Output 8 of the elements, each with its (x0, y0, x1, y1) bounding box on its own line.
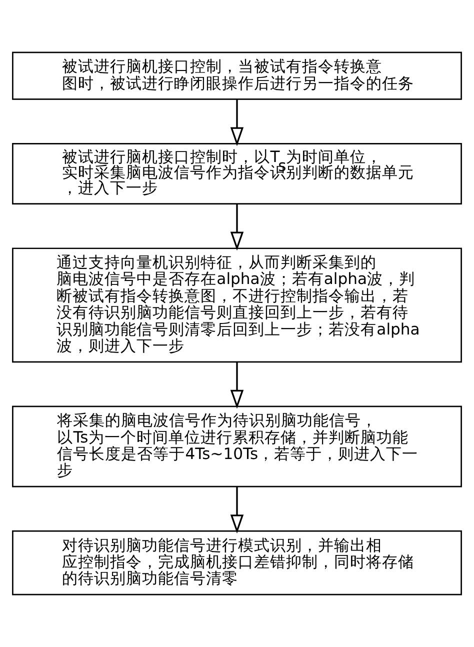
arrow (230, 204, 244, 251)
node-box: 被试进行脑机接口控制，当被试有指令转换意图时，被试进行睁闭眼操作后进行另一指令的任务 (12, 52, 462, 100)
arrow (230, 362, 244, 409)
node-box: 对待识别脑功能信号进行模式识别，并输出相应控制指令，完成脑机接口差错抑制，同时将存储的待识别脑功能信号清零 (12, 530, 462, 596)
arrow (230, 100, 244, 146)
node-box: 通过支持向量机识别特征，从而判断采集到的脑电波信号中是否存在alpha波；若有alpha波，判断被试有指令转换意图，不进行控制指令输出，若没有待识别脑功能信号则直接回到上一步，若有待识别脑功能信号则清零后回到上一步；若没有alpha波，则进入下一步 (12, 248, 462, 363)
arrow (230, 486, 244, 534)
node-box: 将采集的脑电波信号作为待识别脑功能信号，以Ts为一个时间单位进行累积存储，并判断脑功能信号长度是否等于4Ts~10Ts，若等于，则进入下一步 (12, 406, 462, 488)
